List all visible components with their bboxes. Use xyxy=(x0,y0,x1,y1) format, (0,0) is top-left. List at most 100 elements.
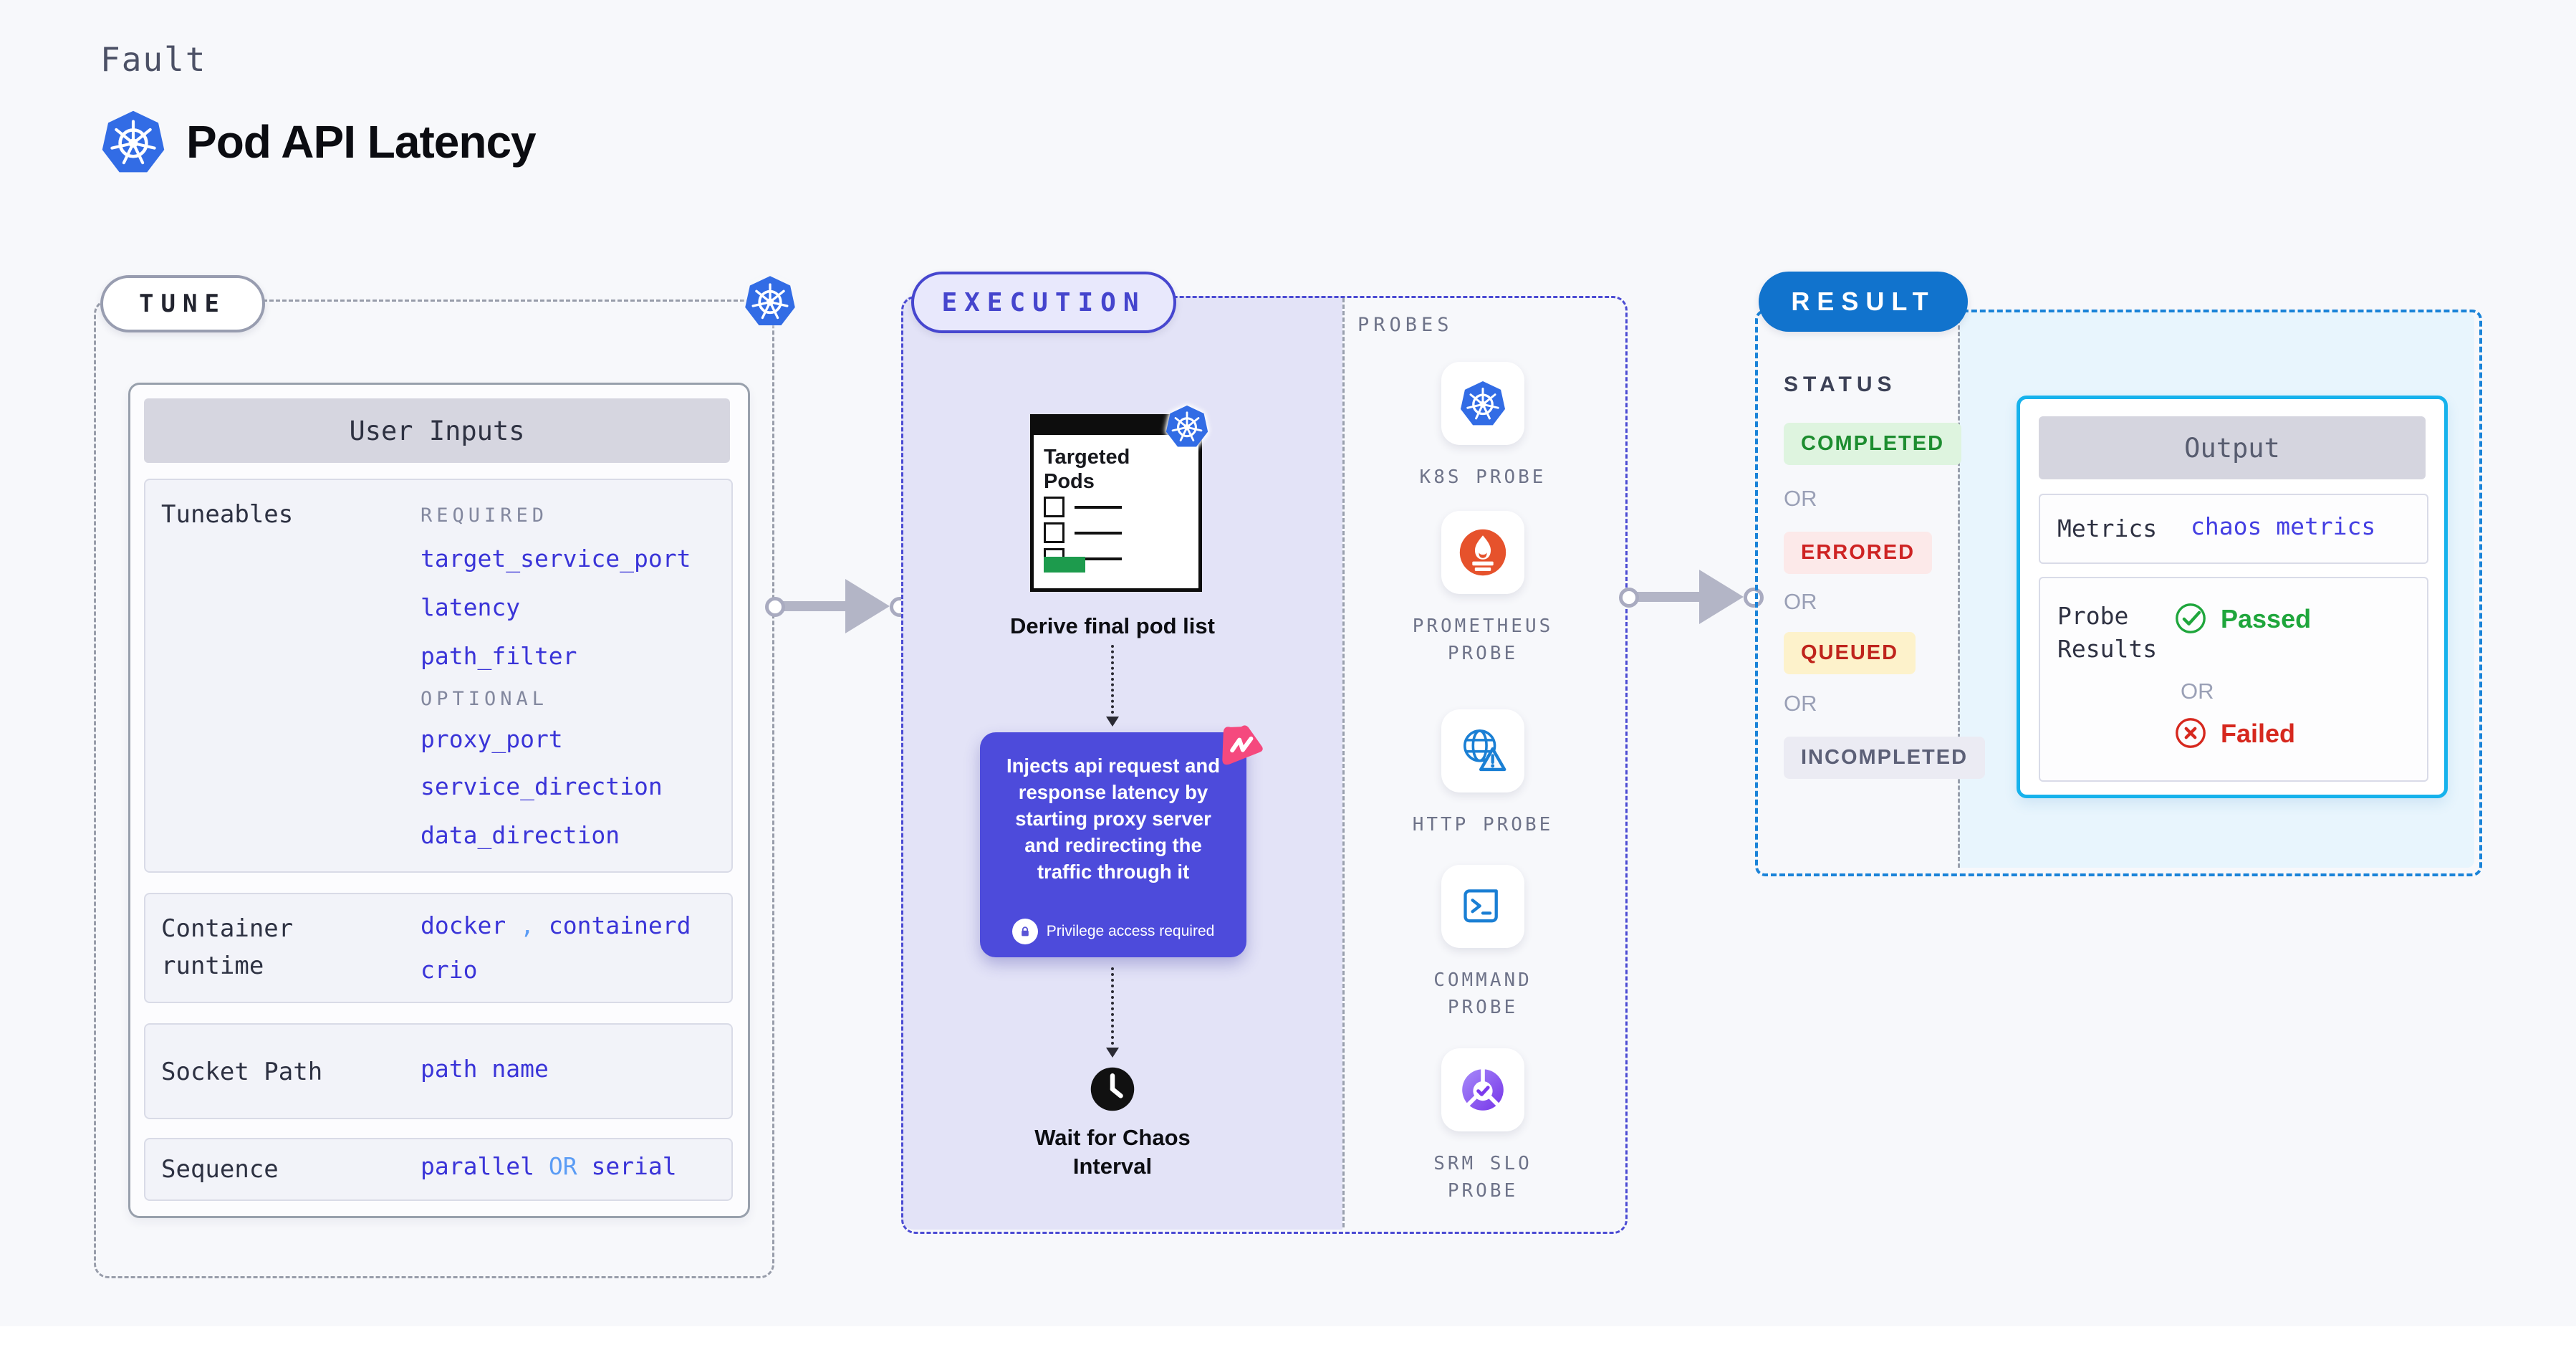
tune-badge: TUNE xyxy=(100,275,265,332)
status-badge-errored: ERRORED xyxy=(1784,532,1933,574)
privilege-note: Privilege access required xyxy=(1046,923,1215,939)
param-service-direction: service_direction xyxy=(420,772,663,800)
result-section-border xyxy=(1755,310,2482,876)
probe-label: HTTP PROBE xyxy=(1412,814,1554,835)
kubernetes-icon xyxy=(1441,362,1524,445)
check-circle-icon xyxy=(2173,601,2208,636)
page-header: Pod API Latency xyxy=(100,109,537,175)
chaos-spark-icon xyxy=(1215,719,1269,773)
sequence-or: OR xyxy=(548,1152,577,1180)
tune-section-border xyxy=(94,300,774,1278)
socket-path-label: Socket Path xyxy=(161,1058,323,1086)
probes-title: PROBES xyxy=(1357,314,1453,336)
required-tag: REQUIRED xyxy=(420,504,549,527)
param-latency: latency xyxy=(420,593,521,621)
sequence-values: parallel OR serial xyxy=(420,1152,677,1180)
checkbox-icon xyxy=(1044,522,1064,543)
execution-badge: EXECUTION xyxy=(911,272,1176,333)
value-parallel: parallel xyxy=(420,1152,534,1180)
probe-label: COMMAND PROBE xyxy=(1433,969,1532,1018)
value-docker: docker xyxy=(420,911,506,939)
probe-item-k8s: K8S PROBE xyxy=(1398,362,1567,491)
or-label: OR xyxy=(1784,589,1817,614)
socket-path-row: Socket Path path name xyxy=(144,1023,733,1119)
privilege-note-row: Privilege access required xyxy=(980,919,1246,944)
user-inputs-title: User Inputs xyxy=(144,398,730,463)
kubernetes-icon xyxy=(744,274,797,327)
lock-icon xyxy=(1011,919,1038,944)
execution-to-result-arrow xyxy=(1619,570,1764,624)
tuneables-row: Tuneables REQUIRED target_service_port l… xyxy=(144,479,733,873)
metrics-row: Metrics chaos metrics xyxy=(2039,494,2428,564)
optional-tag: OPTIONAL xyxy=(420,688,549,710)
inject-description: Injects api request and response latency… xyxy=(1006,755,1220,883)
metrics-label: Metrics xyxy=(2057,514,2158,542)
tuneables-label: Tuneables xyxy=(161,500,294,529)
value-serial: serial xyxy=(591,1152,677,1180)
failed-label: Failed xyxy=(2221,719,2296,748)
probe-results-row: Probe Results Passed OR Failed xyxy=(2039,577,2428,782)
x-circle-icon xyxy=(2173,716,2208,750)
slo-donut-icon xyxy=(1441,1048,1524,1131)
probe-item-prometheus: PROMETHEUS PROBE xyxy=(1398,511,1567,667)
status-title: STATUS xyxy=(1784,373,1897,396)
progress-bar xyxy=(1044,557,1085,573)
inject-description-box: Injects api request and response latency… xyxy=(980,732,1246,957)
param-data-direction: data_direction xyxy=(420,821,620,849)
result-divider xyxy=(1958,312,1960,868)
kubernetes-icon xyxy=(1165,404,1209,449)
probe-label: PROMETHEUS PROBE xyxy=(1412,616,1554,664)
param-proxy-port: proxy_port xyxy=(420,725,563,753)
flow-connector xyxy=(1111,645,1114,714)
kubernetes-icon xyxy=(100,109,166,175)
status-badge-incompleted: INCOMPLETED xyxy=(1784,737,1986,779)
arrow-down-icon xyxy=(1106,1048,1119,1058)
output-card: Output Metrics chaos metrics Probe Resul… xyxy=(2017,396,2448,798)
sequence-label: Sequence xyxy=(161,1155,279,1184)
value-separator: , xyxy=(520,911,534,939)
probe-item-srm-slo: SRM SLO PROBE xyxy=(1398,1048,1567,1204)
derive-pod-list-label: Derive final pod list xyxy=(1010,613,1215,638)
metrics-value: chaos metrics xyxy=(2191,512,2376,540)
tune-to-execution-arrow xyxy=(765,579,910,633)
http-globe-icon xyxy=(1441,709,1524,792)
page-title: Pod API Latency xyxy=(186,116,537,168)
pod-list-item xyxy=(1044,497,1122,517)
status-badge-completed: COMPLETED xyxy=(1784,423,1962,465)
probe-results-label: Probe Results xyxy=(2057,602,2158,663)
bottom-margin xyxy=(0,1326,2576,1365)
targeted-pods-title: Targeted Pods xyxy=(1044,446,1130,493)
container-runtime-label: Container runtime xyxy=(161,914,294,980)
pod-list-item xyxy=(1044,522,1122,543)
wait-chaos-interval-label: Wait for Chaos Interval xyxy=(1034,1125,1191,1179)
value-crio: crio xyxy=(420,956,478,984)
clock-icon xyxy=(1087,1063,1138,1115)
execution-section-border xyxy=(901,296,1628,1234)
probe-label: SRM SLO PROBE xyxy=(1433,1153,1532,1202)
prometheus-icon xyxy=(1441,511,1524,594)
sequence-row: Sequence parallel OR serial xyxy=(144,1138,733,1201)
probe-label: K8S PROBE xyxy=(1419,466,1547,488)
arrow-down-icon xyxy=(1106,717,1119,727)
container-runtime-values: docker , containerd xyxy=(420,911,691,939)
socket-path-value: path name xyxy=(420,1055,549,1083)
value-containerd: containerd xyxy=(548,911,691,939)
flow-connector xyxy=(1111,967,1114,1045)
probe-item-command: COMMAND PROBE xyxy=(1398,865,1567,1021)
or-label: OR xyxy=(1784,486,1817,511)
probes-divider xyxy=(1342,298,1345,1227)
container-runtime-row: Container runtime docker , containerd cr… xyxy=(144,893,733,1003)
output-title: Output xyxy=(2039,416,2426,479)
param-path-filter: path_filter xyxy=(420,642,577,670)
fault-eyebrow: Fault xyxy=(100,40,207,79)
terminal-icon xyxy=(1441,865,1524,948)
checkbox-icon xyxy=(1044,497,1064,517)
probe-item-http: HTTP PROBE xyxy=(1398,709,1567,838)
or-label: OR xyxy=(2181,679,2214,704)
targeted-pods-box: Targeted Pods xyxy=(1030,414,1202,592)
param-target-service-port: target_service_port xyxy=(420,545,691,573)
passed-label: Passed xyxy=(2221,604,2312,633)
or-label: OR xyxy=(1784,691,1817,716)
status-badge-queued: QUEUED xyxy=(1784,632,1916,674)
result-badge: RESULT xyxy=(1759,272,1968,332)
